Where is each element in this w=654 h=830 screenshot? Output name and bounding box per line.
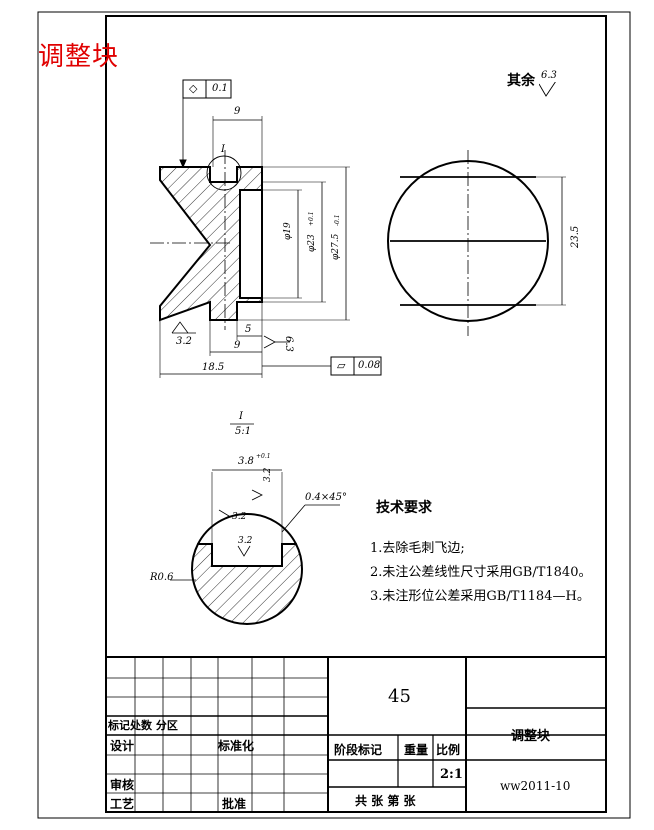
roughness-3-2: 3.2 — [176, 336, 192, 347]
dim-bottom-5: 5 — [245, 324, 252, 335]
drawing-number: ww2011-10 — [500, 779, 571, 793]
detail-label: I — [239, 411, 243, 422]
detail-view — [170, 423, 340, 625]
detail-rough-left: 3.2 — [232, 512, 247, 522]
dim-d27-5-tol: -0.1 — [334, 214, 341, 226]
dim-23-5: 23.5 — [570, 225, 581, 248]
ratio-label: 比例 — [436, 743, 461, 757]
tech-requirement-item: 1.去除毛刺飞边; — [370, 541, 465, 556]
dim-d27-5: φ27.5 — [331, 233, 341, 260]
dim-d23: φ23 — [307, 234, 317, 252]
process-label: 工艺 — [110, 797, 135, 811]
main-section-hatch — [159, 166, 263, 322]
detail-radius: R0.6 — [150, 572, 174, 583]
tech-requirement-item: 2.未注公差线性尺寸采用GB/T1840。 — [370, 565, 592, 580]
design-label: 设计 — [110, 739, 135, 753]
detail-rough-top: 3.2 — [263, 467, 273, 482]
approve-label: 批准 — [222, 797, 247, 811]
title-block — [105, 656, 607, 813]
main-bore — [239, 189, 263, 299]
dim-top-9: 9 — [234, 106, 241, 117]
flatness-value: 0.1 — [212, 83, 228, 94]
sheets-label: 共 张 第 张 — [355, 794, 416, 808]
main-view — [150, 79, 382, 378]
surface-note-label: 其余 — [507, 73, 535, 89]
tech-requirement-item: 3.未注形位公差采用GB/T1184—H。 — [370, 589, 590, 604]
row-mark-label: 标记处数 分区 — [108, 719, 178, 732]
detail-dim-width: 3.8 — [238, 456, 254, 467]
dim-bottom-9: 9 — [234, 340, 241, 351]
weight-label: 重量 — [404, 743, 429, 757]
title-block-part-name: 调整块 — [511, 729, 551, 744]
tech-requirements-heading: 技术要求 — [376, 500, 432, 516]
detail-rough-bottom: 3.2 — [238, 536, 253, 546]
surface-note-value: 6.3 — [541, 70, 557, 81]
detail-dim-width-tol: +0.1 — [256, 453, 271, 460]
side-view — [387, 150, 566, 336]
roughness-6-3: 6.3 — [283, 336, 294, 352]
scale-value: 2:1 — [440, 767, 463, 782]
detail-chamfer: 0.4×45° — [305, 492, 348, 503]
material-code: 45 — [388, 686, 411, 707]
stage-mark-label: 阶段标记 — [334, 743, 383, 757]
standardize-label: 标准化 — [218, 739, 255, 753]
dim-bottom-18-5: 18.5 — [202, 362, 225, 373]
review-label: 审核 — [110, 778, 135, 792]
parallelism-value: 0.08 — [358, 360, 381, 371]
page-title: 调整块 — [38, 42, 120, 72]
inner-border — [105, 15, 607, 813]
dim-d23-tol: +0.1 — [308, 211, 315, 226]
detail-scale: 5:1 — [235, 426, 252, 437]
outer-border — [37, 11, 631, 819]
parallelism-symbol: ▱ — [337, 359, 346, 372]
dim-d19: φ19 — [283, 222, 293, 240]
flatness-symbol: ◇ — [189, 82, 198, 95]
detail-mark: I — [221, 144, 225, 155]
roughness-symbol-icon — [539, 82, 556, 97]
